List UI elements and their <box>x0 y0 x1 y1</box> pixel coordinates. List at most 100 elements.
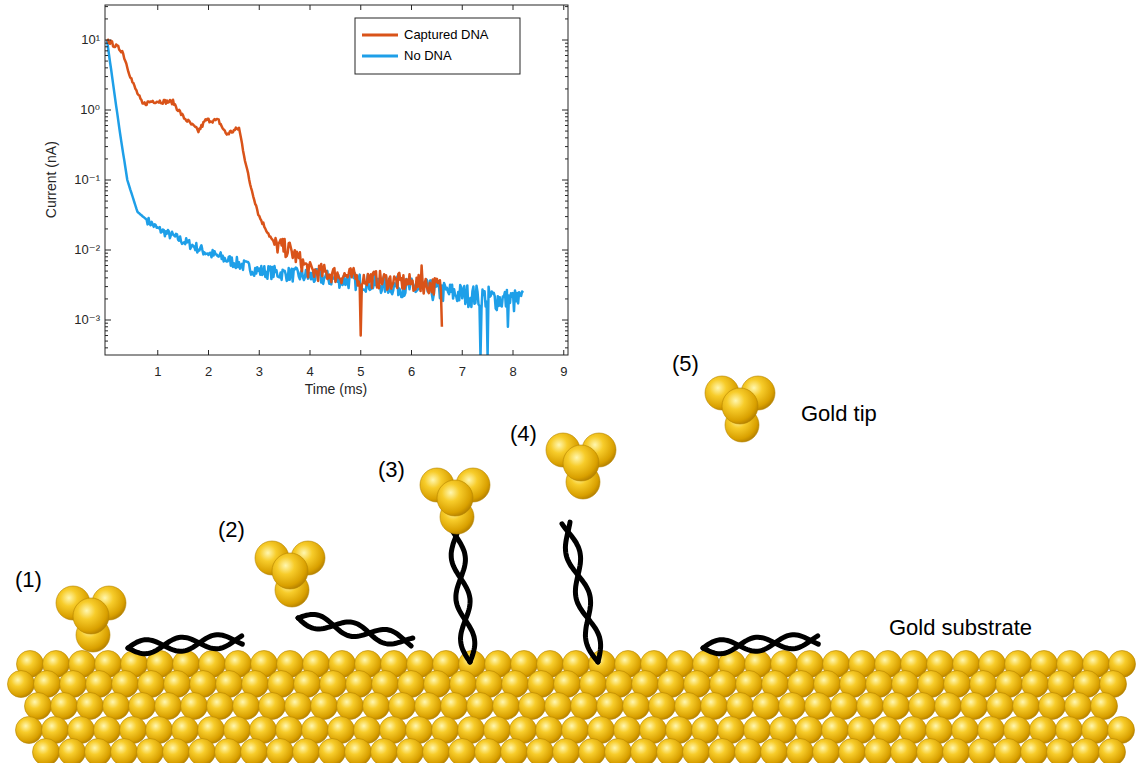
gold-atom <box>311 693 338 720</box>
y-minor-tick <box>105 260 108 261</box>
gold-atom <box>163 739 190 763</box>
y-minor-tick <box>565 146 568 147</box>
y-minor-tick <box>565 61 568 62</box>
y-minor-tick <box>105 6 108 7</box>
gold-atom <box>761 739 788 763</box>
gold-atom <box>969 739 996 763</box>
gold-atom <box>935 693 962 720</box>
y-minor-tick <box>105 190 108 191</box>
gold-atom <box>415 693 442 720</box>
gold-atom <box>631 739 658 763</box>
gold-atom <box>579 739 606 763</box>
y-minor-tick <box>565 46 568 47</box>
y-minor-tick <box>105 18 108 19</box>
x-tick <box>259 350 260 355</box>
x-tick <box>208 350 209 355</box>
gold-atom <box>527 739 554 763</box>
gold-atom <box>571 693 598 720</box>
gold-atom <box>207 693 234 720</box>
y-minor-tick <box>105 195 108 196</box>
y-minor-tick <box>565 207 568 208</box>
gold-atom <box>701 693 728 720</box>
x-tick <box>513 5 514 10</box>
chart-axes <box>105 5 568 355</box>
dna-strand <box>298 615 411 647</box>
y-minor-tick <box>105 120 108 121</box>
gold-atom <box>233 693 260 720</box>
x-tick <box>157 350 158 355</box>
x-tick <box>310 350 311 355</box>
data-curve <box>107 40 442 336</box>
x-tick <box>513 350 514 355</box>
tick-label: 2 <box>205 365 212 379</box>
gold-atom <box>285 693 312 720</box>
x-tick <box>563 350 564 355</box>
tick-label: 3 <box>256 365 263 379</box>
y-minor-tick <box>105 46 108 47</box>
gold-atom <box>59 739 86 763</box>
gold-atom <box>563 445 599 481</box>
gold-atom <box>649 693 676 720</box>
y-minor-tick <box>105 207 108 208</box>
x-tick <box>563 5 564 10</box>
y-minor-tick <box>105 298 108 299</box>
gold-atom <box>397 739 424 763</box>
y-minor-tick <box>565 55 568 56</box>
gold-atom <box>787 739 814 763</box>
gold-atom <box>545 693 572 720</box>
callout-number: (4) <box>510 422 537 446</box>
gold-tip <box>420 468 490 534</box>
y-minor-tick <box>105 76 108 77</box>
gold-atom <box>605 739 632 763</box>
dna-strands <box>128 522 818 662</box>
gold-atom <box>727 693 754 720</box>
part-label: Gold substrate <box>889 616 1032 640</box>
y-minor-tick <box>105 186 108 187</box>
gold-atom <box>267 739 294 763</box>
gold-atom <box>137 739 164 763</box>
y-minor-tick <box>105 253 108 254</box>
y-minor-tick <box>565 323 568 324</box>
gold-atom <box>722 388 758 424</box>
gold-atom <box>995 739 1022 763</box>
y-minor-tick <box>565 216 568 217</box>
y-minor-tick <box>105 158 108 159</box>
y-tick <box>105 250 111 251</box>
gold-atom <box>77 693 104 720</box>
gold-tips <box>56 376 775 652</box>
gold-atom <box>73 598 109 634</box>
callout-number: (1) <box>15 568 42 592</box>
y-minor-tick <box>565 330 568 331</box>
legend-text: No DNA <box>404 49 452 63</box>
gold-atom <box>16 717 43 744</box>
y-minor-tick <box>105 61 108 62</box>
callout-number: (3) <box>378 458 405 482</box>
gold-atom <box>753 693 780 720</box>
gold-atom <box>1065 693 1092 720</box>
gold-atom <box>683 739 710 763</box>
y-minor-tick <box>565 183 568 184</box>
y-minor-tick <box>105 265 108 266</box>
gold-atom <box>917 739 944 763</box>
y-minor-tick <box>565 190 568 191</box>
y-minor-tick <box>565 67 568 68</box>
axis-label: Time (ms) <box>305 382 367 397</box>
gold-atom <box>1039 693 1066 720</box>
gold-atom <box>519 693 546 720</box>
y-tick <box>562 40 568 41</box>
x-tick <box>360 5 361 10</box>
part-label: Gold tip <box>801 402 877 426</box>
x-tick <box>411 5 412 10</box>
y-minor-tick <box>565 158 568 159</box>
data-curves <box>107 40 523 355</box>
gold-atom <box>657 739 684 763</box>
y-minor-tick <box>565 286 568 287</box>
y-tick <box>105 110 111 111</box>
gold-atom <box>735 739 762 763</box>
y-tick <box>105 320 111 321</box>
x-tick <box>411 350 412 355</box>
gold-atom <box>449 739 476 763</box>
y-minor-tick <box>565 116 568 117</box>
gold-atom <box>709 739 736 763</box>
gold-atom <box>779 693 806 720</box>
